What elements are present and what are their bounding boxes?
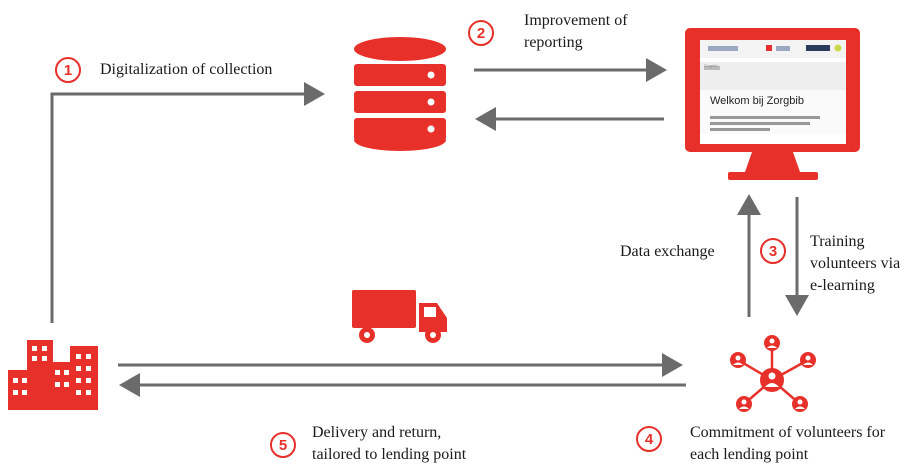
monitor-icon bbox=[685, 28, 860, 180]
step-5-label-line1: Delivery and return, bbox=[312, 424, 442, 441]
data-exchange-label: Data exchange bbox=[620, 243, 715, 260]
step-3-badge: 3 bbox=[760, 238, 786, 264]
step-3-label-line1: Training bbox=[810, 233, 865, 250]
step-3-label-line3: e-learning bbox=[810, 277, 875, 294]
monitor-heading: Welkom bij Zorgbib bbox=[710, 95, 804, 107]
step-4-label-line2: each lending point bbox=[690, 446, 809, 463]
step-3-label-line2: volunteers via bbox=[810, 255, 901, 272]
step-5-badge: 5 bbox=[270, 432, 296, 458]
monitor-tab: Zorgbib bbox=[704, 63, 718, 68]
network-people-icon bbox=[730, 335, 816, 412]
connector-arrows bbox=[50, 58, 809, 397]
step-5-label-line2: tailored to lending point bbox=[312, 446, 467, 463]
buildings-icon bbox=[8, 340, 98, 410]
step-4-badge: 4 bbox=[636, 426, 662, 452]
step-4-label-line1: Commitment of volunteers for bbox=[690, 424, 886, 441]
database-icon bbox=[354, 37, 446, 151]
arrow-buildings-to-database bbox=[50, 82, 325, 323]
step-2-label-line1: Improvement of bbox=[524, 12, 628, 29]
truck-icon bbox=[352, 290, 447, 343]
step-2-badge: 2 bbox=[468, 20, 494, 46]
step-1-label: Digitalization of collection bbox=[100, 61, 273, 78]
step-1-badge: 1 bbox=[55, 57, 81, 83]
step-2-label-line2: reporting bbox=[524, 34, 583, 51]
